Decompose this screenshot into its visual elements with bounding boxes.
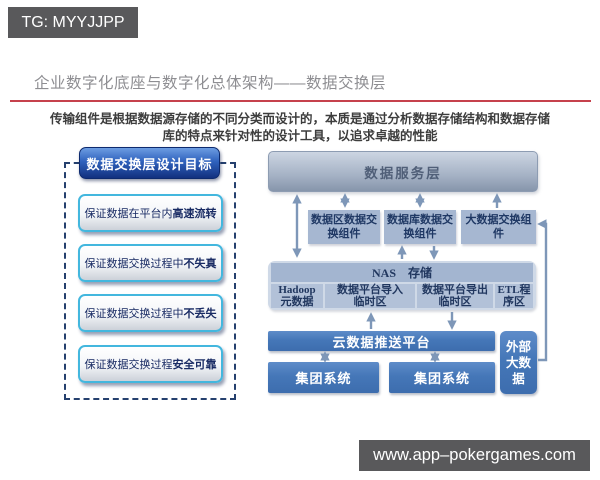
cloud-push-platform-bar: 云数据推送平台	[268, 331, 495, 351]
nas-cell-import-staging: 数据平台导入临时区	[325, 284, 415, 308]
title-divider	[10, 100, 591, 102]
intro-line-1: 传输组件是根据数据源存储的不同分类而设计的，本质是通过分析数据存储结构和数据存储	[49, 112, 550, 126]
nas-storage-header: NAS 存储	[271, 263, 533, 282]
component-box-database-exchange: 数据库数据交换组件	[384, 210, 456, 244]
goal-item-label: 保证数据交换过程中	[84, 258, 184, 270]
nas-cell-etl-program: ETL程序区	[495, 284, 533, 308]
service-layer-box: 数据服务层	[268, 151, 538, 192]
page-title: 企业数字化底座与数字化总体架构——数据交换层	[34, 75, 387, 92]
nas-cell-hadoop-metadata: Hadoop元数据	[271, 284, 323, 308]
external-bigdata-box: 外部大数据	[500, 331, 537, 394]
watermark-bottom-bar: www.app–pokergames.com	[359, 440, 590, 471]
goal-item-emphasis: 高速流转	[172, 208, 217, 220]
goal-item-no-distortion: 保证数据交换过程中不失真	[78, 244, 223, 282]
goal-item-emphasis: 不失真	[183, 258, 217, 270]
goal-item-secure-reliable: 保证数据交换过程安全可靠	[78, 345, 223, 383]
goal-item-no-loss: 保证数据交换过程中不丢失	[78, 294, 223, 332]
component-box-datazone-exchange: 数据区数据交换组件	[308, 210, 380, 244]
group-system-box-2: 集团系统	[389, 362, 495, 393]
watermark-bottom-text: www.app–pokergames.com	[373, 446, 576, 464]
group-system-box-1: 集团系统	[268, 362, 379, 393]
component-box-bigdata-exchange: 大数据交换组件	[461, 210, 536, 244]
goals-panel-header: 数据交换层设计目标	[79, 147, 220, 179]
arrow-external-to-bigdata-elbow	[537, 219, 548, 362]
nas-cell-export-staging: 数据平台导出临时区	[417, 284, 493, 308]
goal-item-label: 保证数据交换过程中	[84, 308, 184, 320]
watermark-top-text: TG: MYYJJPP	[21, 13, 125, 31]
intro-paragraph: 传输组件是根据数据源存储的不同分类而设计的，本质是通过分析数据存储结构和数据存储…	[0, 111, 600, 145]
goal-item-label: 保证数据交换过程	[84, 359, 173, 371]
goal-item-fast-flow: 保证数据在平台内高速流转	[78, 194, 223, 232]
goal-item-label: 保证数据在平台内	[84, 208, 173, 220]
watermark-top-bar: TG: MYYJJPP	[8, 7, 138, 38]
goal-item-emphasis: 安全可靠	[172, 359, 217, 371]
goal-item-emphasis: 不丢失	[183, 308, 217, 320]
intro-line-2: 库的特点来针对性的设计工具，以追求卓越的性能	[162, 129, 438, 143]
